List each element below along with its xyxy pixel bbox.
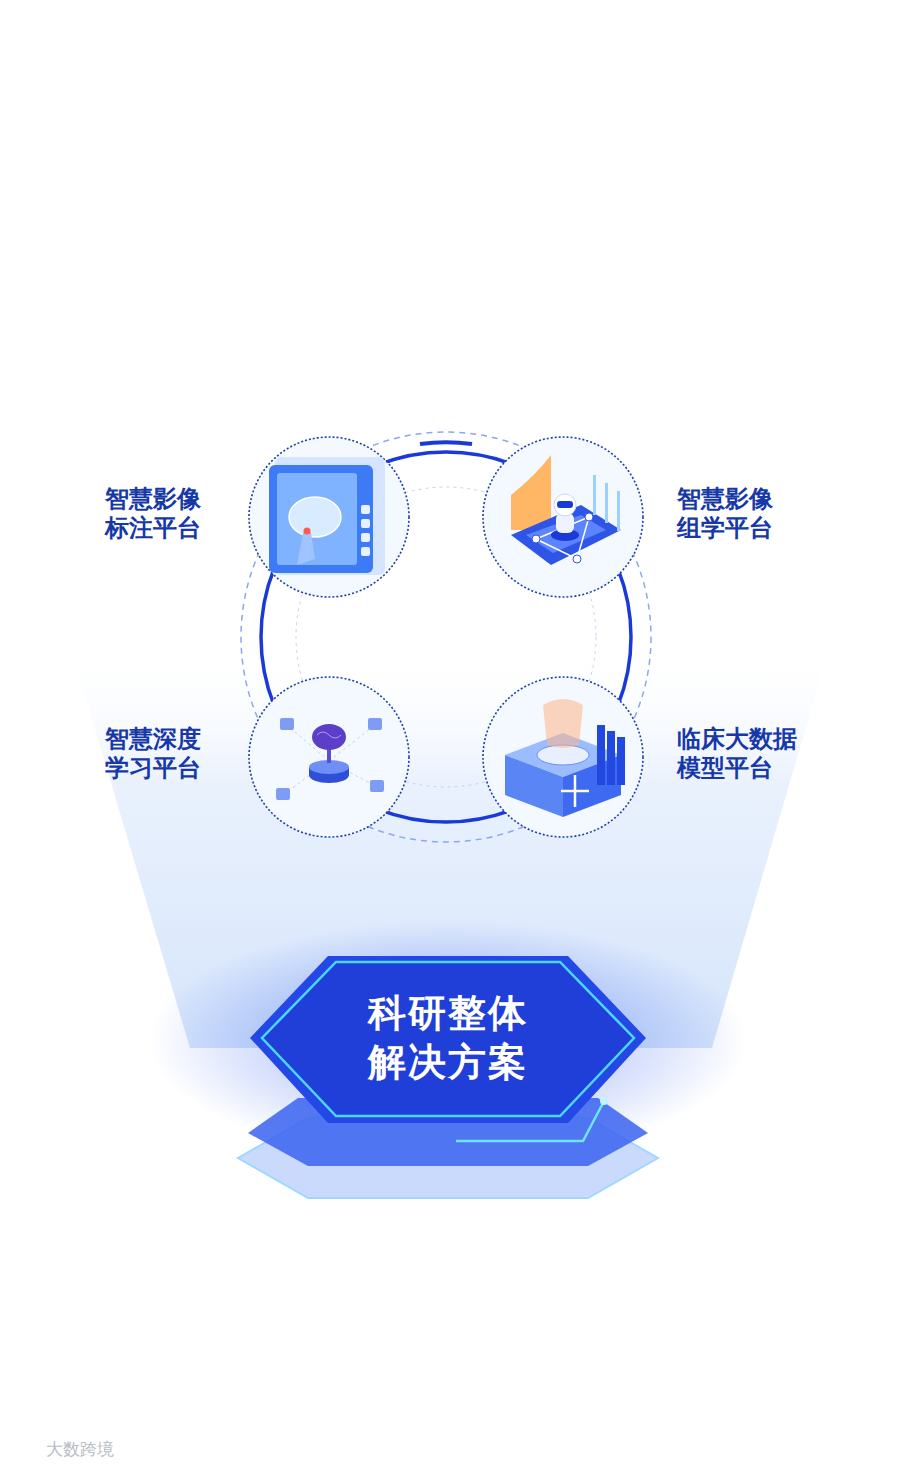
platform-name: 临床大数据 模型平台 bbox=[677, 725, 817, 783]
circle-outline bbox=[481, 435, 645, 599]
platform-circle: 智慧深度 学习平台 bbox=[247, 675, 411, 839]
platform-circle: 智慧影像 组学平台 bbox=[481, 435, 645, 599]
circle-outline bbox=[247, 435, 411, 599]
watermark: 大数跨境 bbox=[46, 1438, 114, 1461]
platform-circle: 智慧影像 标注平台 bbox=[247, 435, 411, 599]
solution-hexagon: 科研整体 解决方案 bbox=[228, 948, 668, 1203]
circle-outline bbox=[247, 675, 411, 839]
platform-name: 智慧深度 学习平台 bbox=[105, 725, 245, 783]
circle-outline bbox=[481, 675, 645, 839]
outer-dashed-ring bbox=[241, 432, 651, 842]
robot-illustration bbox=[511, 455, 621, 565]
box-illustration bbox=[505, 699, 625, 817]
platform-name: 智慧影像 组学平台 bbox=[677, 485, 817, 543]
brain-illustration bbox=[276, 718, 384, 800]
tablet-illustration bbox=[269, 457, 385, 575]
ring-accent bbox=[420, 442, 472, 444]
main-ring bbox=[261, 452, 631, 822]
solution-title: 科研整体 解决方案 bbox=[348, 989, 548, 1088]
platform-circle: 临床大数据 模型平台 bbox=[481, 675, 645, 839]
platform-name: 智慧影像 标注平台 bbox=[105, 485, 245, 543]
